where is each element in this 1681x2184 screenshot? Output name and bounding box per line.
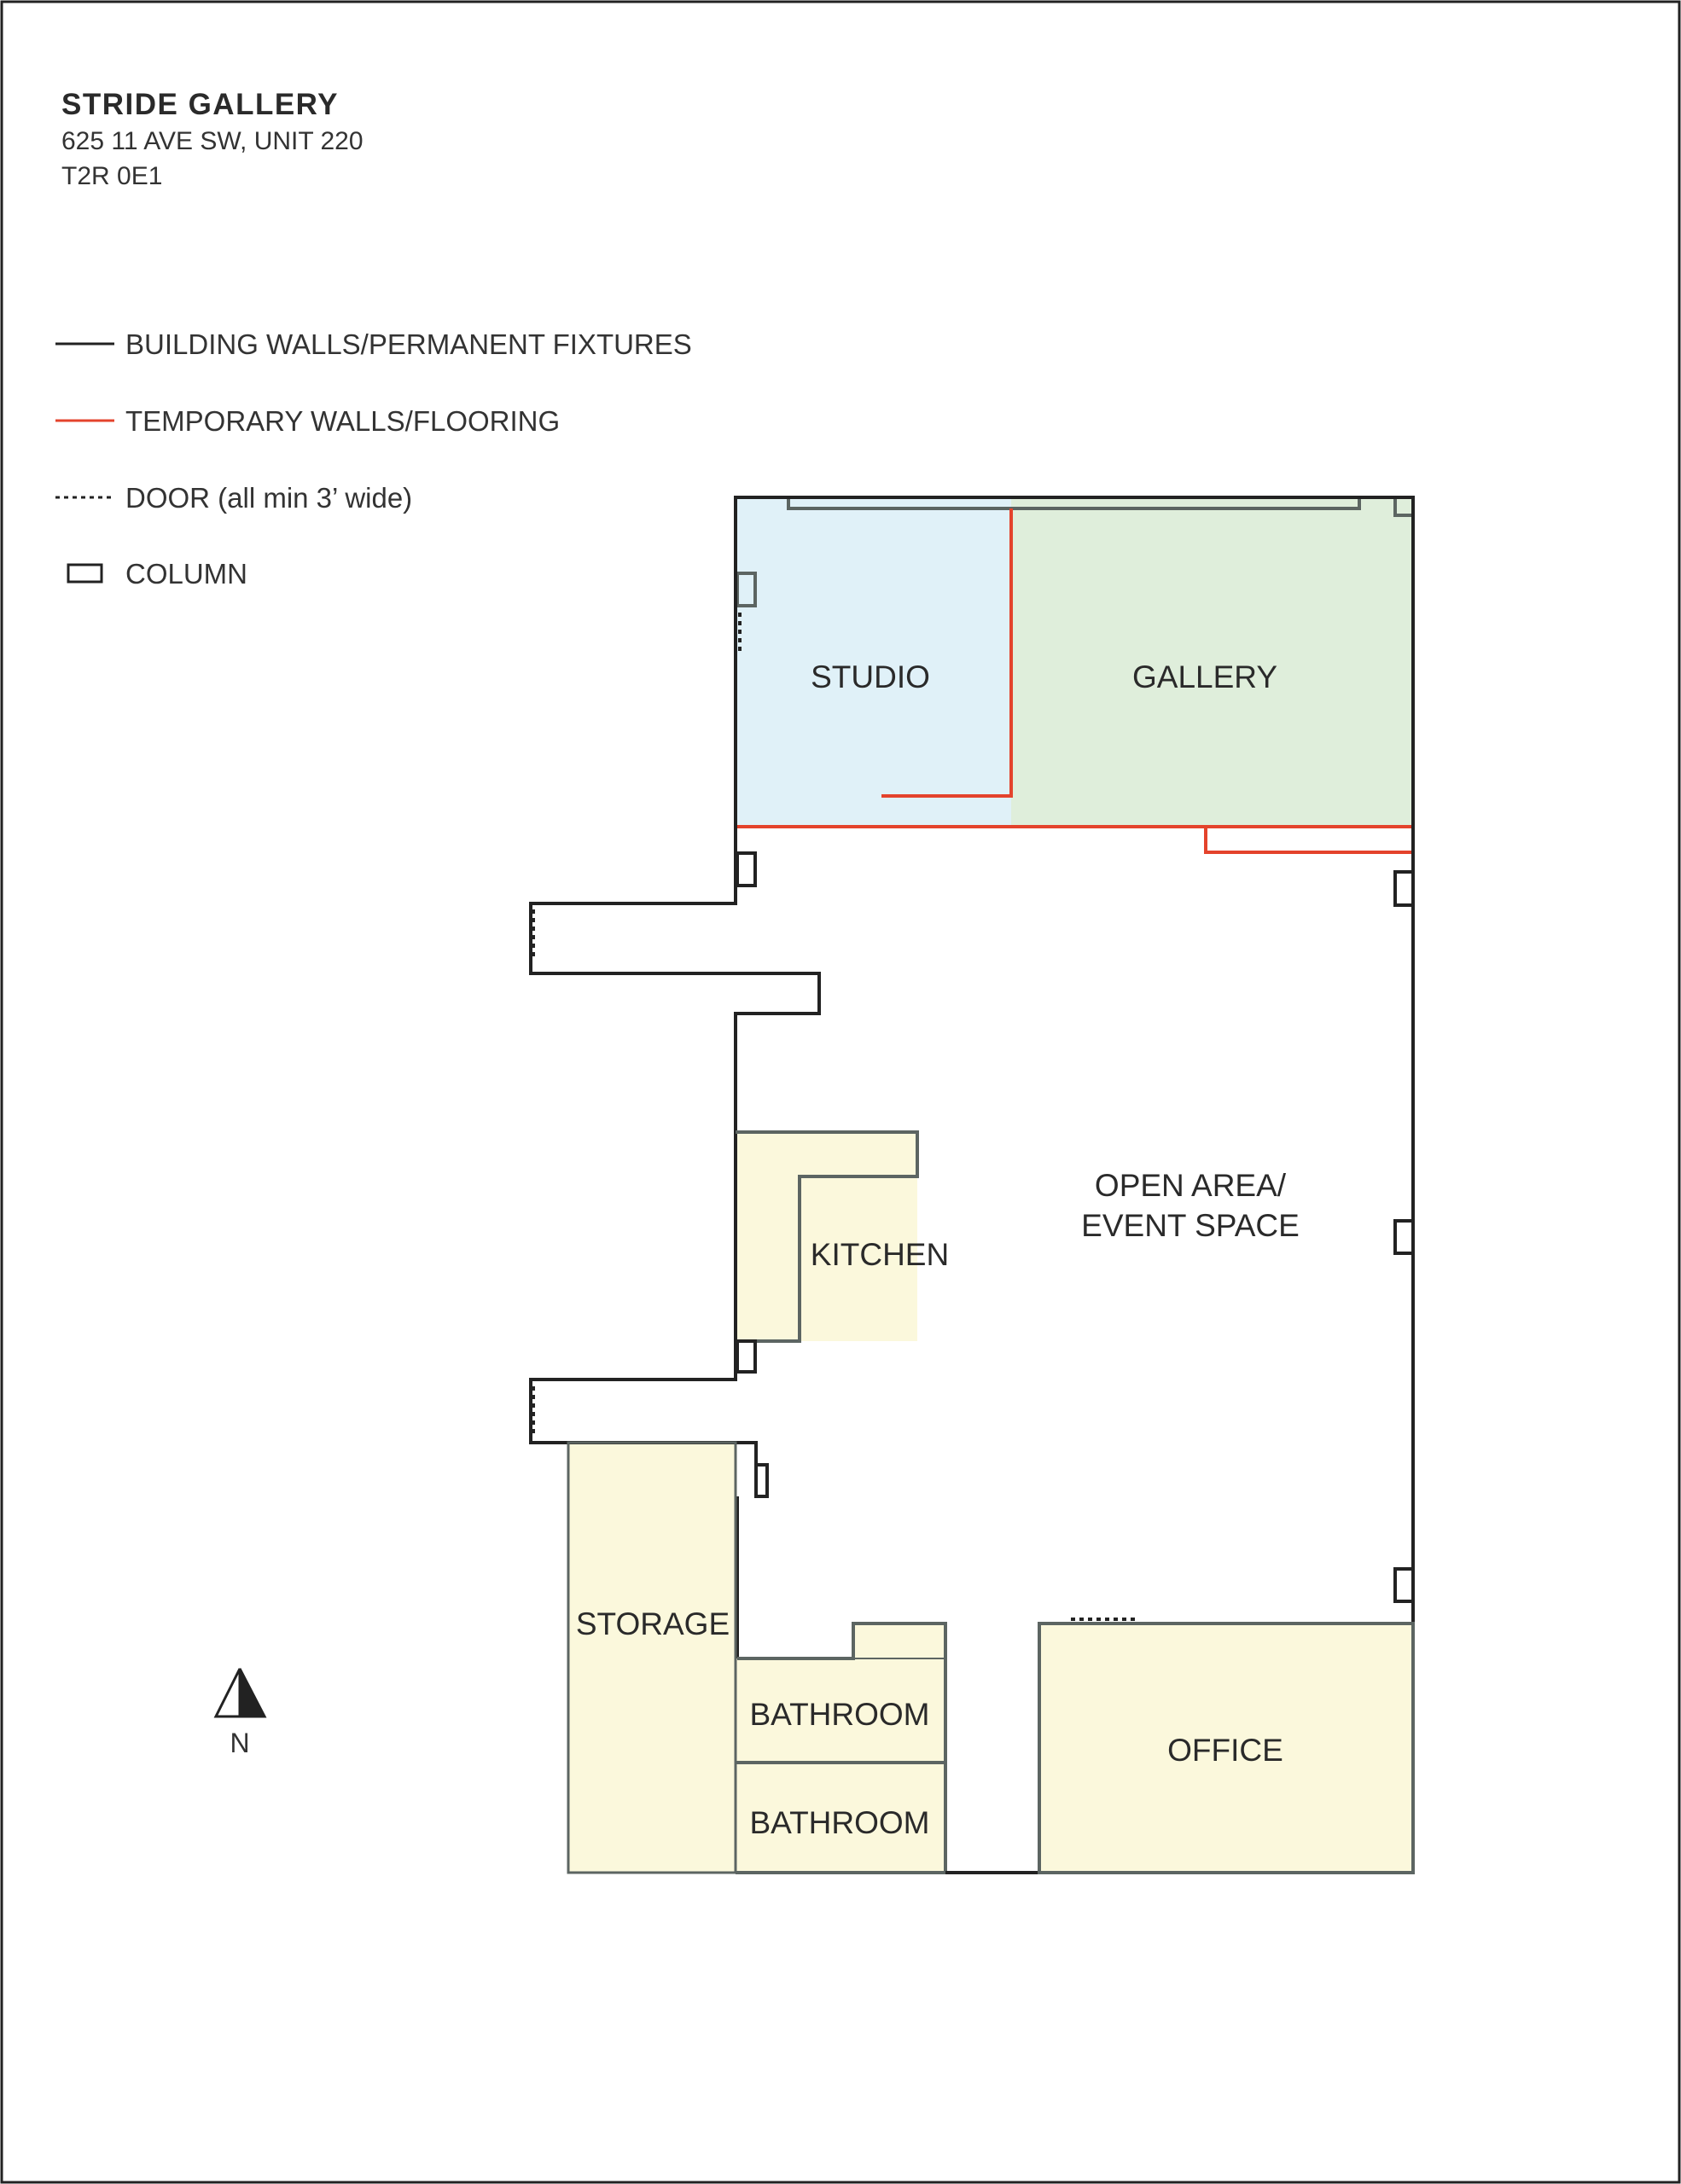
room-label-open-area: OPEN AREA/ (1095, 1168, 1287, 1203)
room-label-bathroom-1: BATHROOM (749, 1697, 929, 1732)
room-label-gallery: GALLERY (1132, 659, 1277, 694)
column (1393, 1567, 1415, 1603)
gallery-area (1011, 497, 1413, 827)
bathroom-notch-area (853, 1623, 945, 1658)
north-east-wall (734, 496, 1415, 1623)
column-icon (67, 563, 103, 584)
address-line-2: T2R 0E1 (61, 162, 162, 190)
north-arrow-icon (213, 1668, 267, 1718)
kitchen-counter (736, 1130, 919, 1343)
storage-outline (567, 1441, 737, 1874)
storage-area (568, 1443, 736, 1873)
legend-building-walls: BUILDING WALLS/PERMANENT FIXTURES (125, 328, 692, 360)
room-label-studio: STUDIO (811, 659, 930, 694)
gallery-title: STRIDE GALLERY (61, 88, 339, 121)
north-label: N (230, 1728, 249, 1758)
office-area (1039, 1623, 1413, 1873)
temporary-wall-studio (881, 508, 1013, 798)
column (1393, 1219, 1415, 1255)
column (1393, 870, 1415, 907)
column (736, 851, 757, 887)
room-label-bathroom-2: BATHROOM (749, 1805, 929, 1840)
kitchen-area (736, 1132, 917, 1341)
column (736, 1339, 757, 1374)
office-outline (1038, 1622, 1415, 1874)
legend-door: DOOR (all min 3’ wide) (125, 482, 412, 514)
bathroom-outline (736, 1622, 947, 1874)
room-label-office: OFFICE (1167, 1733, 1283, 1768)
studio-area (736, 497, 1011, 827)
legend: BUILDING WALLS/PERMANENT FIXTURES TEMPOR… (55, 328, 692, 590)
temporary-wall-step (1204, 827, 1413, 854)
top-fixture-wall (787, 497, 1361, 510)
room-label-kitchen: KITCHEN (811, 1237, 949, 1272)
legend-column: COLUMN (125, 558, 247, 590)
column (754, 1463, 769, 1498)
legend-temporary-walls: TEMPORARY WALLS/FLOORING (125, 405, 560, 437)
room-label-event-space: EVENT SPACE (1081, 1208, 1300, 1243)
address-line-1: 625 11 AVE SW, UNIT 220 (61, 127, 364, 155)
bathrooms-area (736, 1658, 945, 1873)
room-label-storage: STORAGE (576, 1606, 730, 1641)
